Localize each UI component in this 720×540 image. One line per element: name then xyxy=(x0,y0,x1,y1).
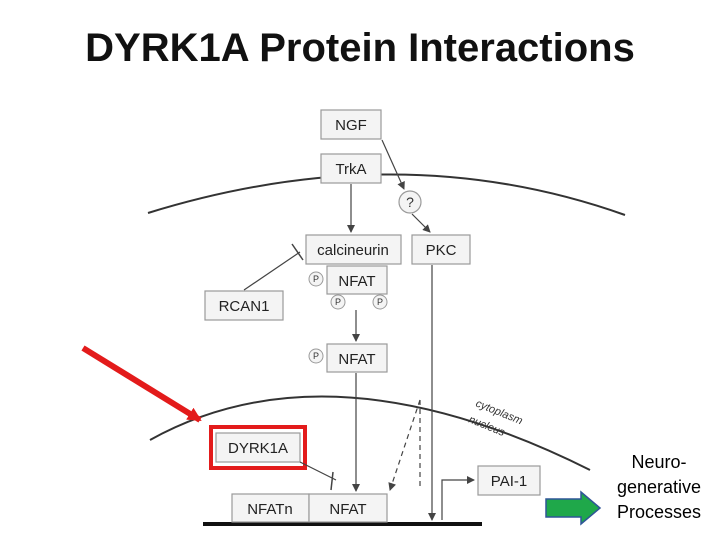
pai1-label: PAI-1 xyxy=(491,473,527,490)
outcome-label: Neuro- generative Processes xyxy=(600,450,718,525)
nfat-nucleus-box: NFAT xyxy=(308,493,388,523)
cell-membrane xyxy=(147,173,626,216)
phosphate-label: P xyxy=(335,297,341,307)
inhibition-bar-calcineurin xyxy=(291,243,304,261)
arrow-ngf-to-unknown xyxy=(381,139,405,190)
slide-title: DYRK1A Protein Interactions xyxy=(85,26,635,70)
pkc-box: PKC xyxy=(411,234,471,265)
pai1-box: PAI-1 xyxy=(477,465,541,496)
dashed-arrow-to-nfat xyxy=(388,399,421,491)
nfat-phospho-label: NFAT xyxy=(338,351,375,368)
pkc-label: PKC xyxy=(426,242,457,259)
rcan1-box: RCAN1 xyxy=(204,290,284,321)
calcineurin-box: calcineurin xyxy=(305,234,402,265)
phosphate-circle: P xyxy=(372,294,388,310)
phosphate-label: P xyxy=(313,274,319,284)
question-mark: ? xyxy=(406,194,414,210)
outcome-line-2: generative xyxy=(616,477,702,497)
phosphate-label: P xyxy=(313,351,319,361)
outcome-line-1: Neuro- xyxy=(631,452,687,472)
trka-label: TrkA xyxy=(335,161,366,178)
nfatn-label: NFATn xyxy=(247,501,293,518)
calcineurin-label: calcineurin xyxy=(317,242,389,259)
arrow-unknown-to-pkc xyxy=(411,213,431,233)
nfat-cytoplasm-box: NFAT xyxy=(326,265,388,295)
outcome-line-3: Processes xyxy=(616,502,702,522)
inhibition-rcan1-calcineurin xyxy=(243,251,301,291)
dyrk1a-highlight xyxy=(209,425,307,470)
unknown-step-marker: ? xyxy=(398,190,422,214)
dyrk1a-box: DYRK1A xyxy=(215,432,301,463)
ngf-label: NGF xyxy=(335,117,367,134)
phosphate-label: P xyxy=(377,297,383,307)
nfatn-box: NFATn xyxy=(231,493,310,523)
ngf-box: NGF xyxy=(320,109,382,140)
phosphate-circle: P xyxy=(330,294,346,310)
dyrk1a-label: DYRK1A xyxy=(228,440,288,457)
nfat-nucleus-label: NFAT xyxy=(329,501,366,518)
phosphate-circle: P xyxy=(308,348,324,364)
phosphate-circle: P xyxy=(308,271,324,287)
inhibition-bar-nfat xyxy=(330,471,334,491)
trka-box: TrkA xyxy=(320,153,382,184)
nfat-cytoplasm-label: NFAT xyxy=(338,273,375,290)
nfat-phospho-box: NFAT xyxy=(326,343,388,373)
arrow-promoter-to-pai1 xyxy=(441,476,475,520)
outcome-arrow xyxy=(545,490,602,526)
rcan1-label: RCAN1 xyxy=(219,298,270,315)
red-pointer-arrow xyxy=(81,345,202,423)
inhibition-dyrk1a-nfat xyxy=(299,461,337,481)
